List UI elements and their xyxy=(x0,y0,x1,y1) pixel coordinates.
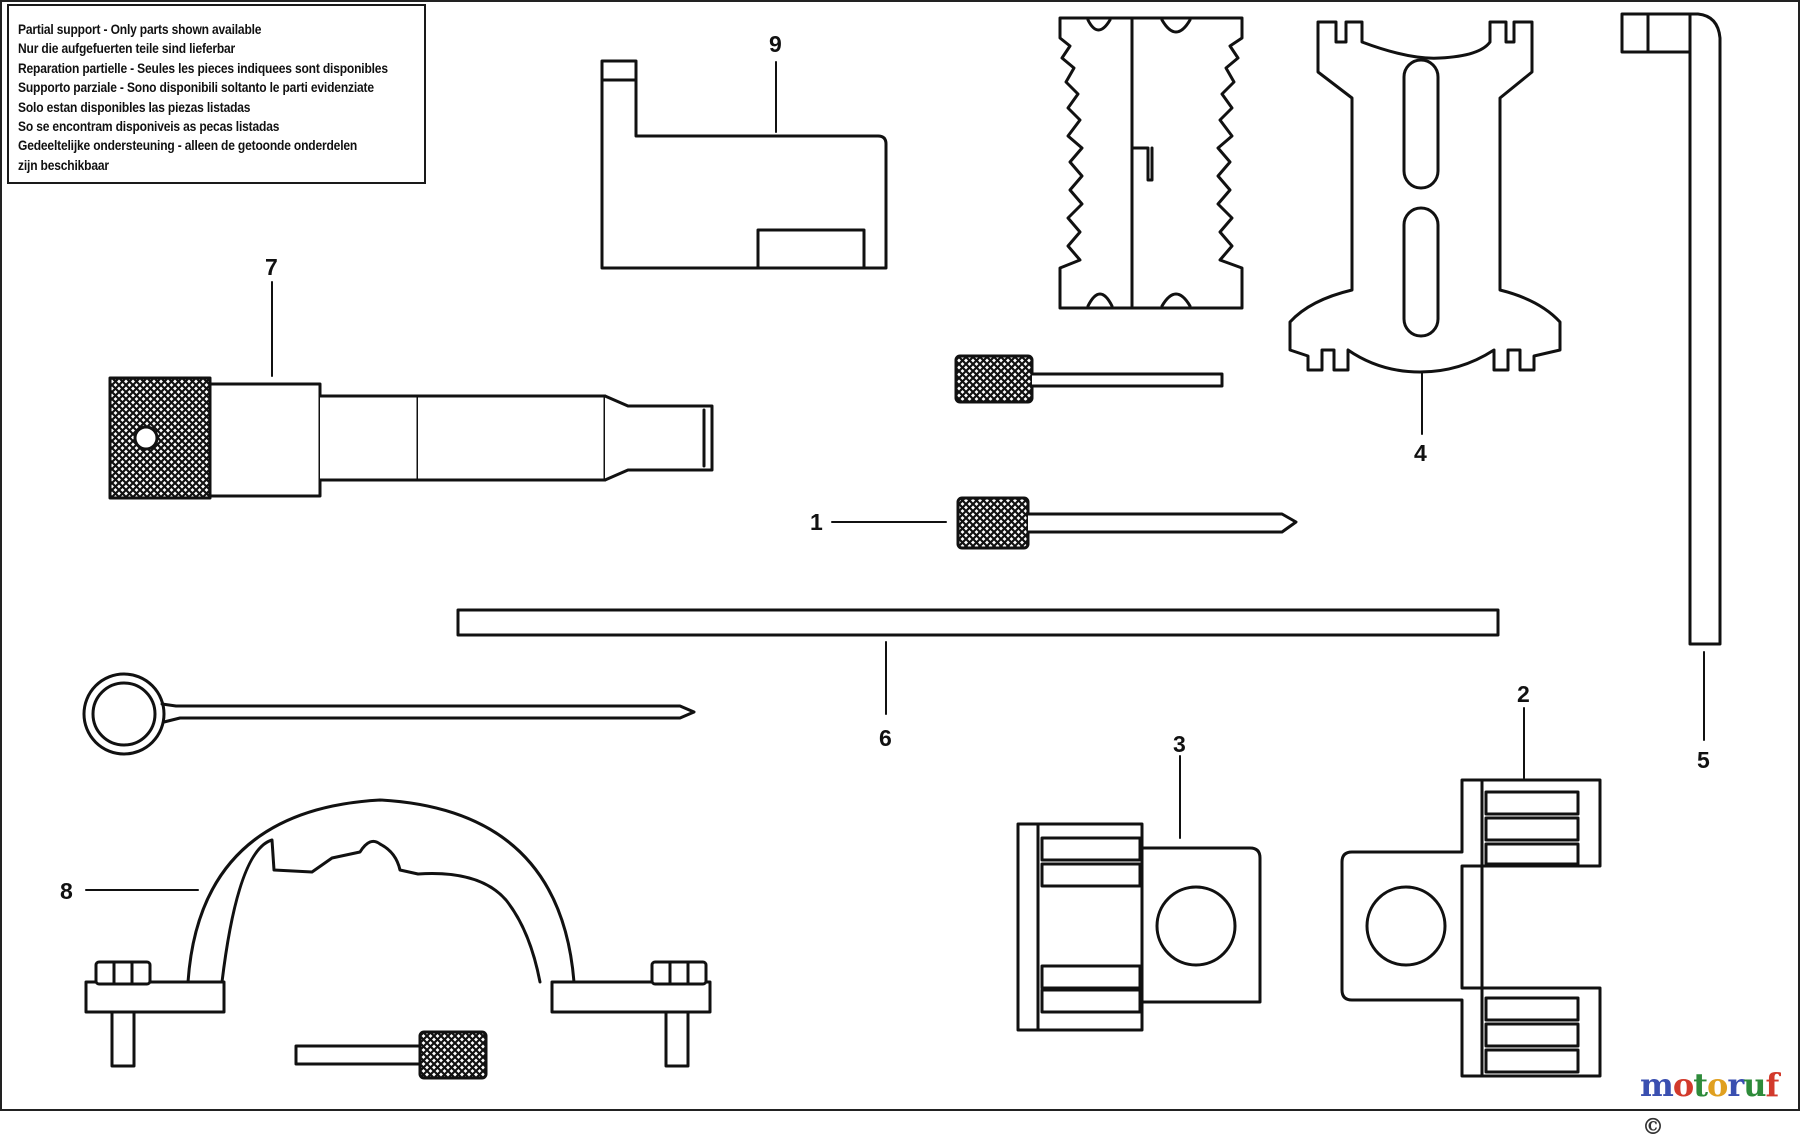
part-2-clamp xyxy=(1340,778,1602,1078)
part-1-knurled-pin xyxy=(956,496,1298,550)
logo-letter: r xyxy=(1727,1066,1744,1104)
logo-letter: t xyxy=(1693,1066,1708,1104)
part-bottom-pin xyxy=(294,1030,488,1080)
leader-lines xyxy=(85,61,1705,891)
callout-7: 7 xyxy=(265,254,278,280)
part-short-pin xyxy=(954,354,1224,404)
logo-letter: f xyxy=(1765,1066,1779,1104)
callout-9: 9 xyxy=(769,31,782,57)
logo-letter: o xyxy=(1706,1066,1728,1104)
part-4-cam-bracket xyxy=(1288,20,1562,374)
part-9-locking-plate xyxy=(600,59,888,270)
part-serrated-plate xyxy=(1058,16,1244,310)
notice-box: Partial support - Only parts shown avail… xyxy=(7,4,426,184)
callout-3: 3 xyxy=(1173,731,1186,757)
part-8-arched-bracket xyxy=(84,798,712,1068)
parts-diagram: 9 7 1 4 5 6 3 2 8 xyxy=(0,0,1800,1111)
callout-4: 4 xyxy=(1414,440,1427,466)
logo-letter: u xyxy=(1743,1066,1766,1104)
notice-line: Supporto parziale - Sono disponibili sol… xyxy=(18,79,374,96)
logo-letter: m xyxy=(1640,1066,1674,1104)
logo-letter: o xyxy=(1672,1066,1694,1104)
notice-line: zijn beschikbaar xyxy=(18,156,109,173)
callout-8: 8 xyxy=(60,878,73,904)
notice-line: Reparation partielle - Seules les pieces… xyxy=(18,59,388,76)
part-ring-pin xyxy=(82,672,696,756)
part-3-clamp xyxy=(1016,822,1262,1032)
notice-line: Partial support - Only parts shown avail… xyxy=(18,21,262,37)
diagram-frame xyxy=(0,0,1800,1111)
motoruf-logo: motoruf © xyxy=(1640,1066,1800,1142)
callout-1: 1 xyxy=(810,509,823,535)
notice-line: Solo estan disponibles las piezas listad… xyxy=(18,98,251,115)
copyright-icon: © xyxy=(1642,1114,1664,1140)
callout-6: 6 xyxy=(879,725,892,751)
callout-5: 5 xyxy=(1697,747,1710,773)
callout-2: 2 xyxy=(1517,681,1530,707)
part-6-long-rod xyxy=(456,608,1500,637)
part-7-timing-pin xyxy=(108,376,714,500)
part-5-allen-key xyxy=(1620,12,1722,646)
notice-line: Gedeeltelijke ondersteuning - alleen de … xyxy=(18,137,358,154)
notice-line: So se encontram disponiveis as pecas lis… xyxy=(18,118,280,135)
notice-line: Nur die aufgefuerten teile sind lieferba… xyxy=(18,40,236,57)
